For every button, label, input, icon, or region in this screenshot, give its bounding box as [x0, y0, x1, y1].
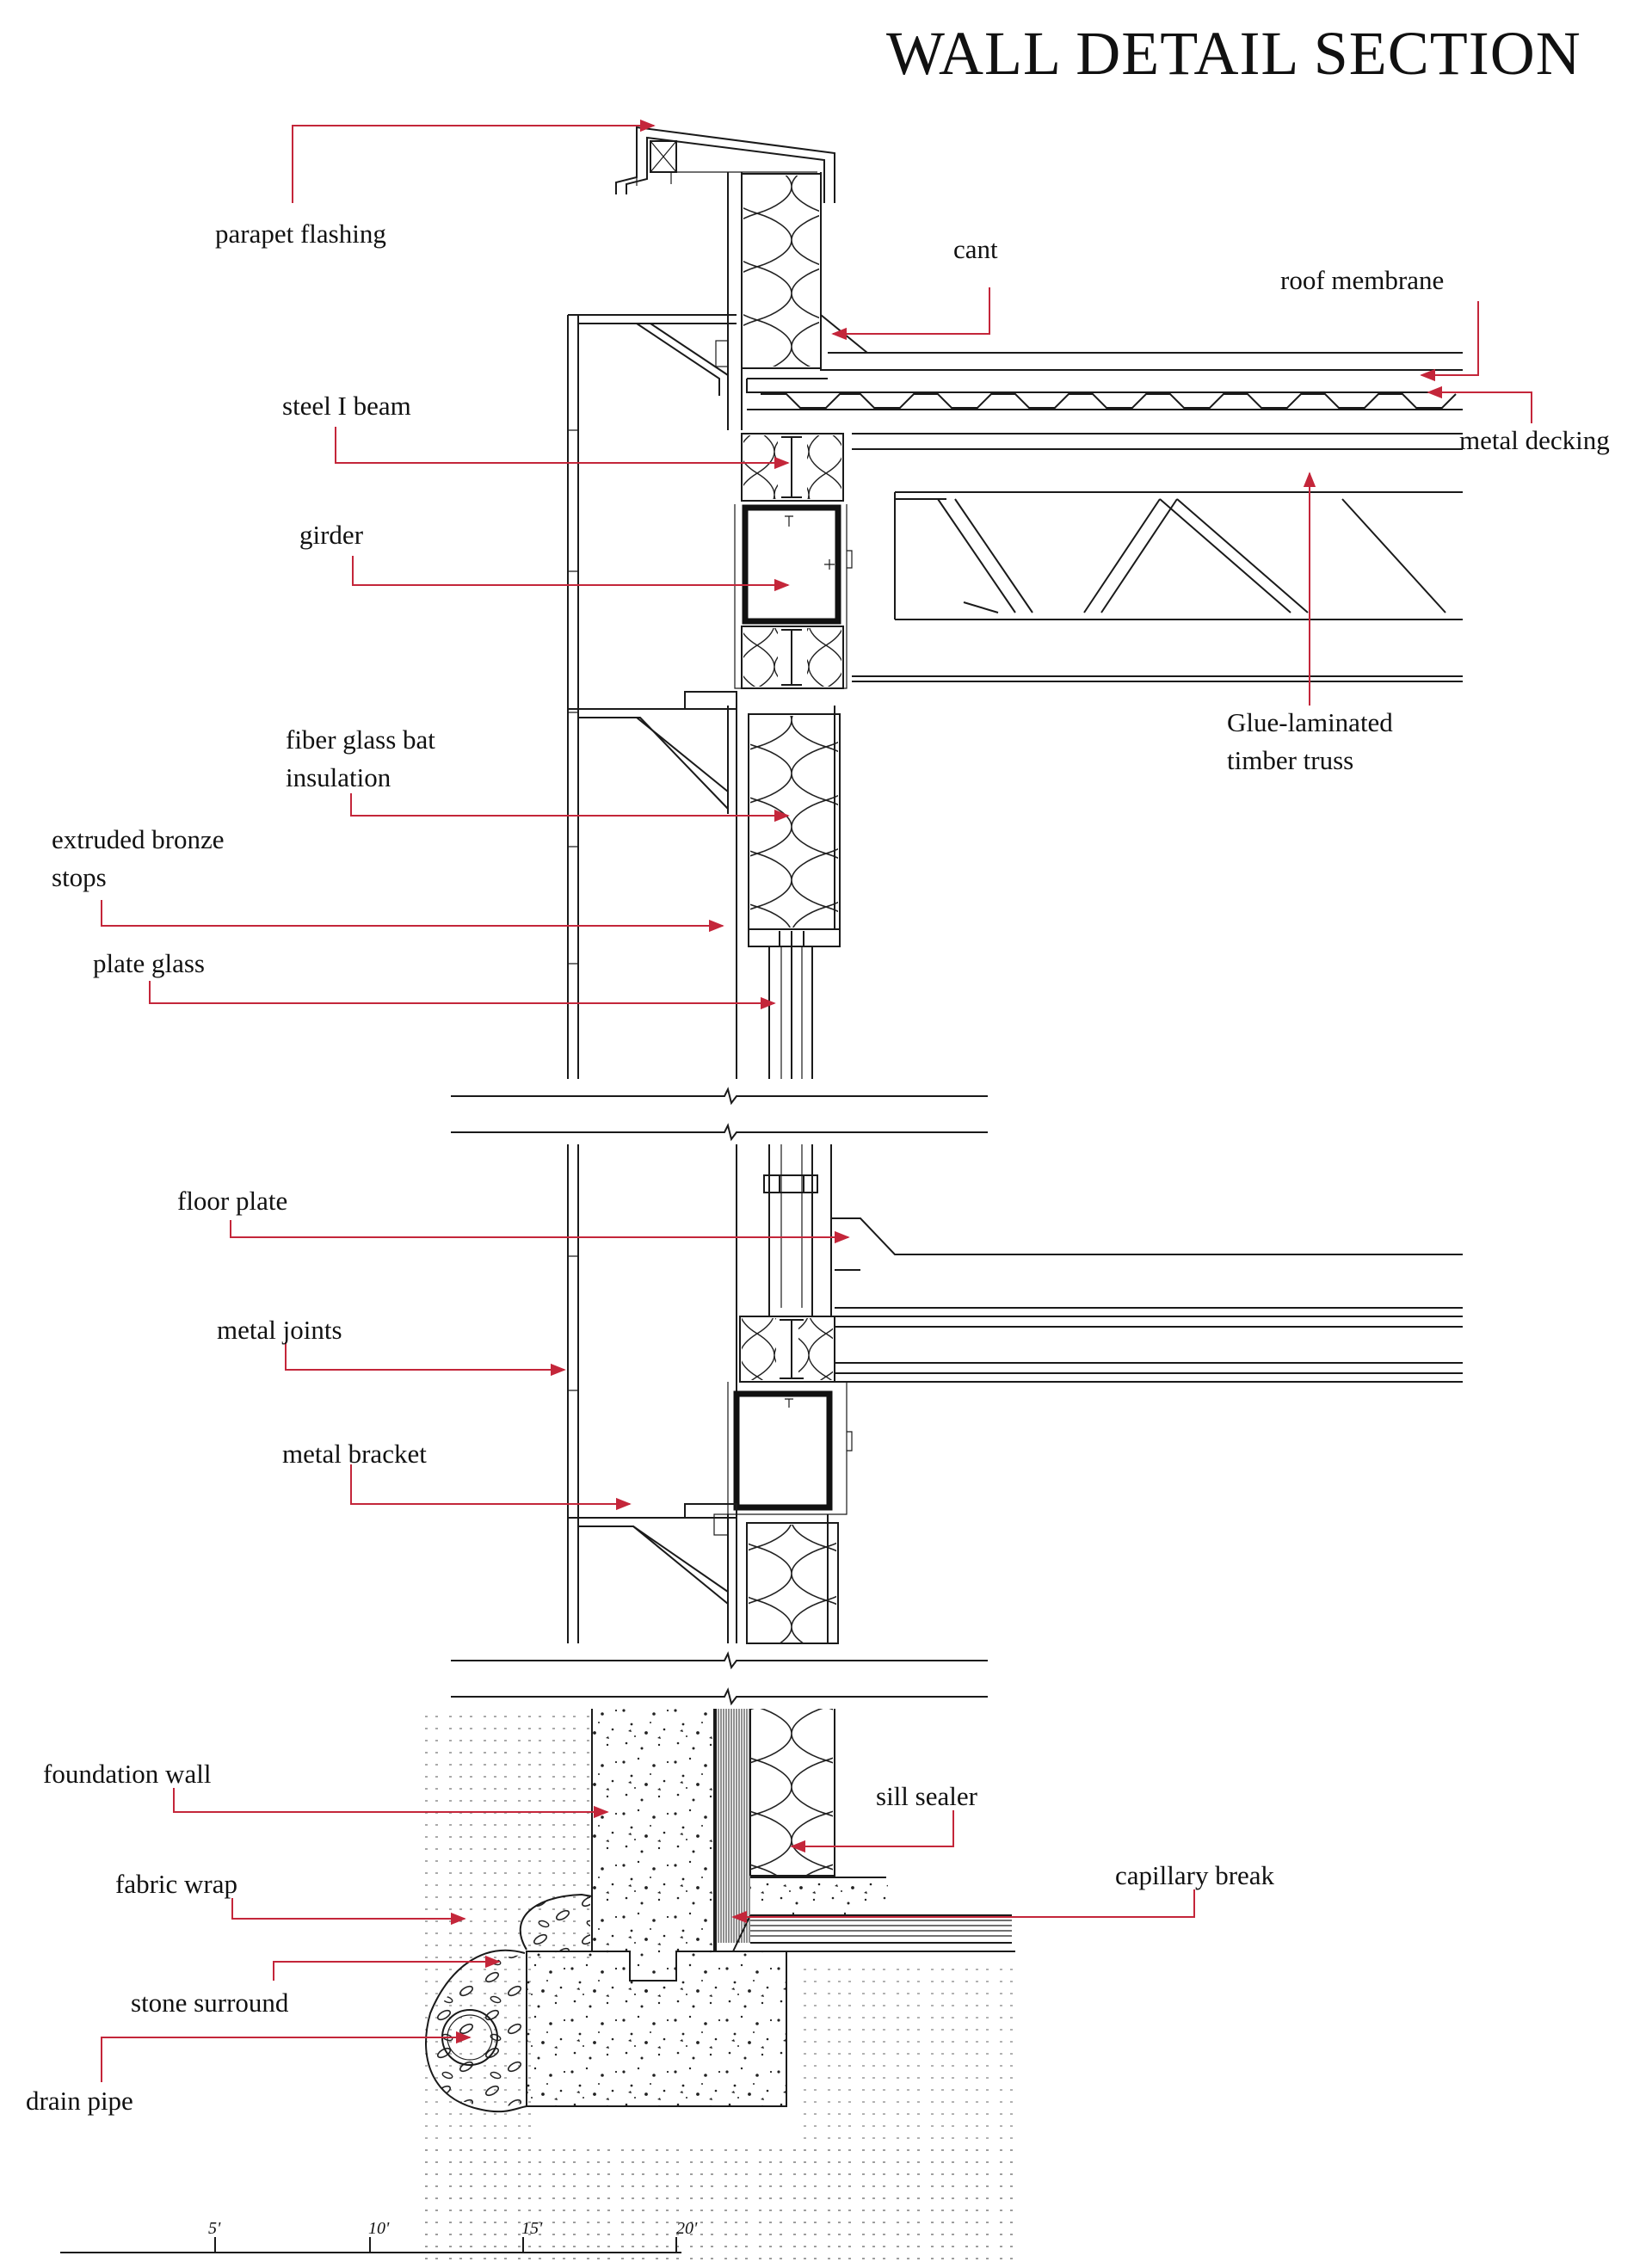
label-bronze-line-1: extruded bronze — [52, 824, 225, 854]
scale-tick-10: 10' — [368, 2219, 390, 2238]
label-metal-decking: metal decking — [1459, 425, 1610, 455]
label-fiberglass-line-1: fiber glass bat — [286, 724, 435, 755]
label-floor-plate: floor plate — [177, 1186, 287, 1216]
label-parapet-flashing: parapet flashing — [215, 219, 386, 249]
callout-labels: parapet flashing cant roof membrane meta… — [26, 219, 1610, 2116]
scale-bar: 5' 10' 15' 20' — [60, 2219, 698, 2253]
label-foundation-wall: foundation wall — [43, 1759, 211, 1789]
floor-level — [567, 1144, 1463, 1644]
label-plate-glass: plate glass — [93, 948, 205, 978]
label-metal-bracket: metal bracket — [282, 1439, 427, 1469]
foundation — [425, 1709, 1015, 2262]
label-cant: cant — [953, 234, 998, 264]
label-fabric-wrap: fabric wrap — [115, 1869, 237, 1899]
label-roof-membrane: roof membrane — [1280, 265, 1444, 295]
label-sill-sealer: sill sealer — [876, 1781, 978, 1811]
label-metal-joints: metal joints — [217, 1315, 342, 1345]
label-glulam-line-1: Glue-laminated — [1227, 707, 1393, 737]
label-drain-pipe: drain pipe — [26, 2086, 133, 2116]
label-girder: girder — [299, 520, 364, 550]
scale-tick-20: 20' — [676, 2219, 698, 2238]
label-capillary-break: capillary break — [1115, 1860, 1275, 1890]
label-bronze-line-2: stops — [52, 862, 107, 892]
roof-and-upper-wall — [567, 126, 1463, 1079]
label-steel-i-beam: steel I beam — [282, 391, 411, 421]
leader-lines — [101, 119, 1532, 2082]
break-line-upper — [451, 1087, 988, 1142]
label-stone-surround: stone surround — [131, 1988, 289, 2018]
scale-tick-5: 5' — [208, 2219, 221, 2238]
scale-tick-15: 15' — [521, 2219, 543, 2238]
break-line-lower — [451, 1651, 988, 1706]
label-glulam-line-2: timber truss — [1227, 745, 1353, 775]
label-fiberglass-line-2: insulation — [286, 762, 391, 792]
drawing-title: WALL DETAIL SECTION — [886, 19, 1581, 88]
